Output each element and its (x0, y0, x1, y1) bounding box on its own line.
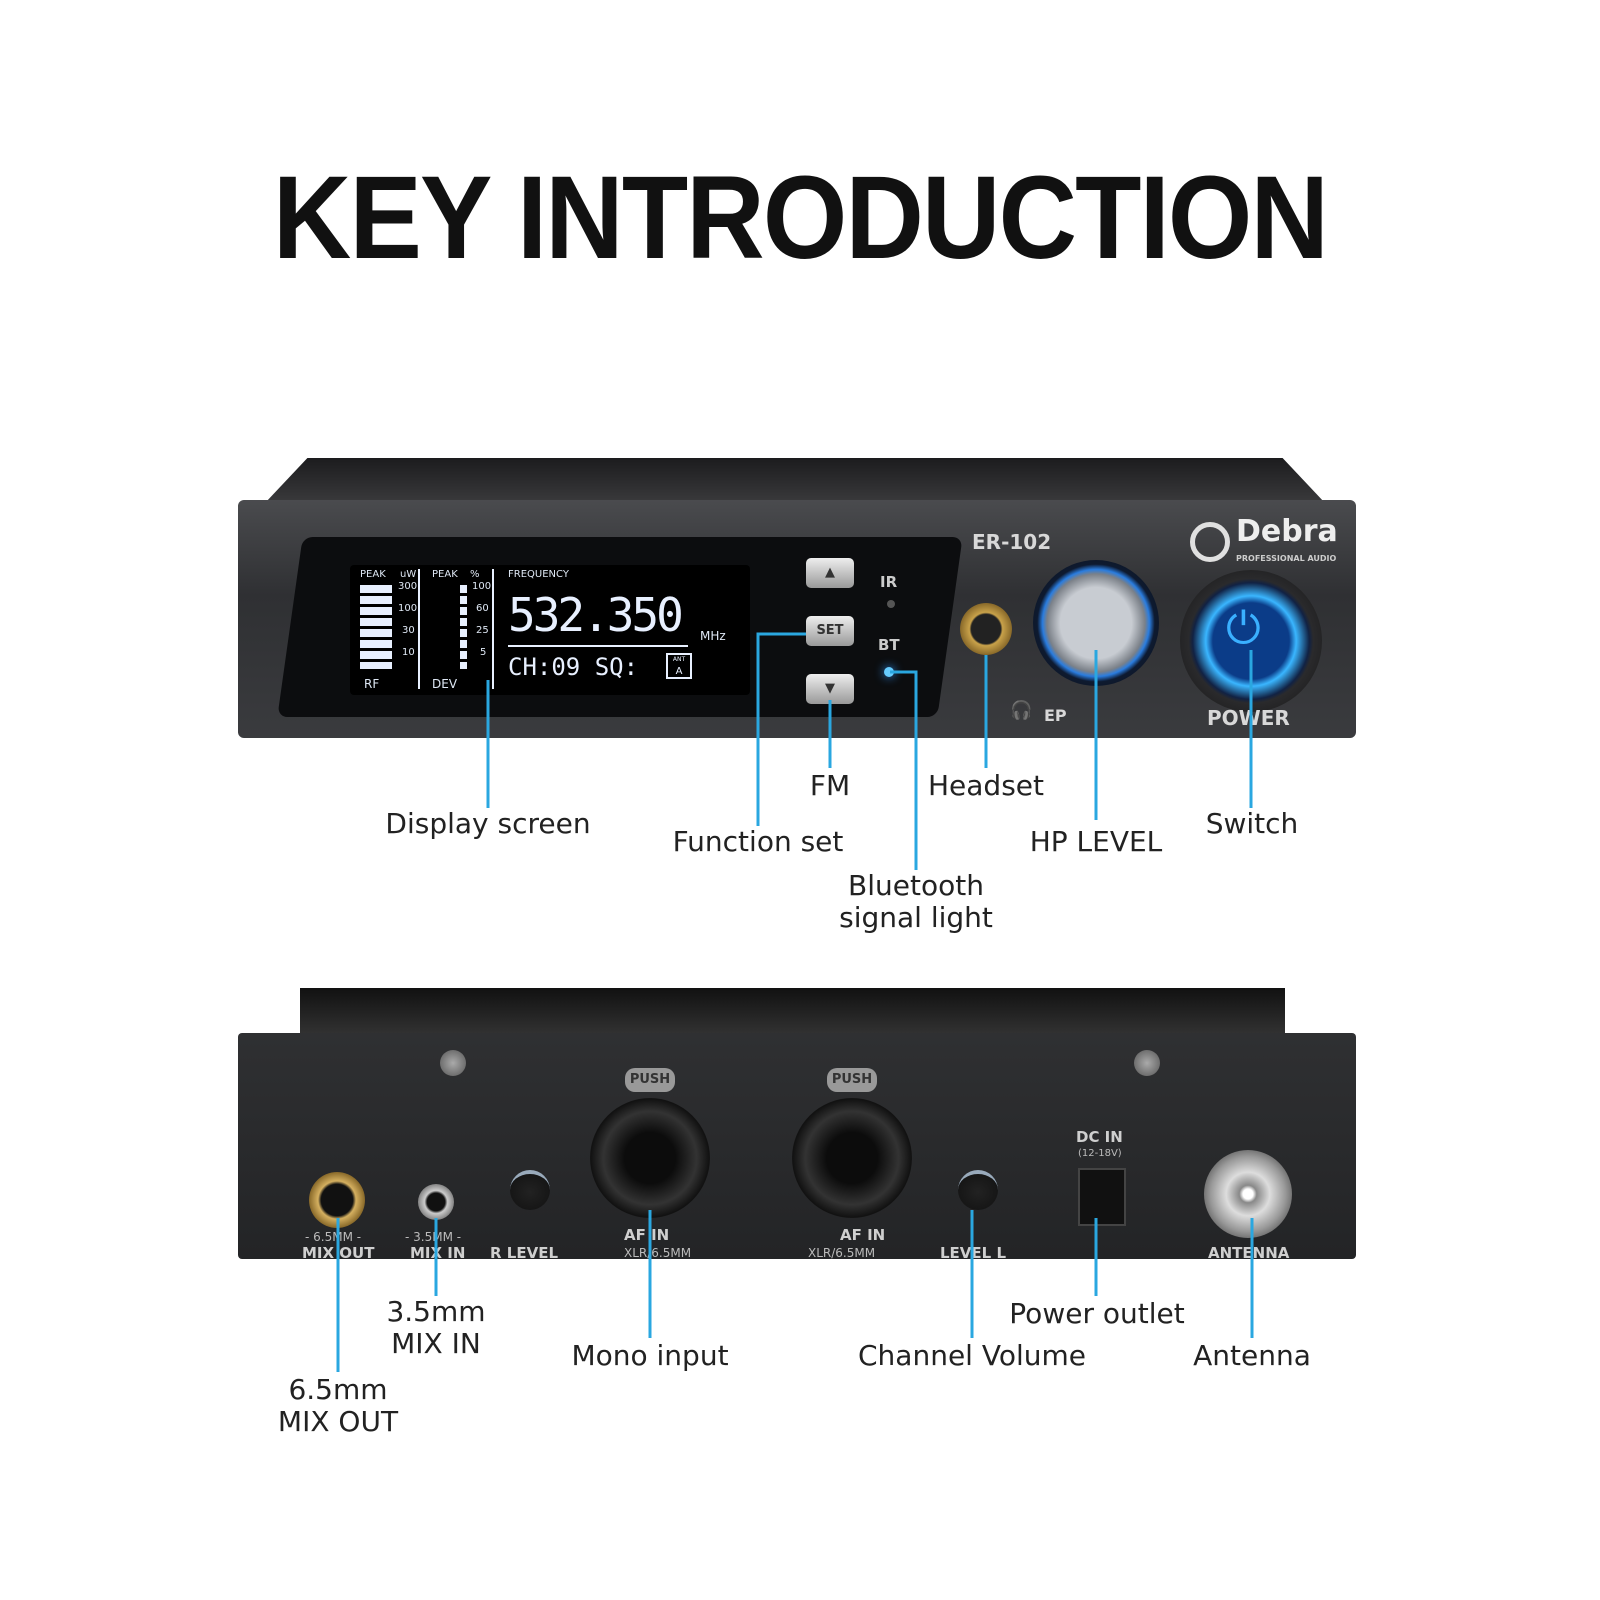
mix-in-label: MIX IN (410, 1244, 466, 1262)
rf-label: RF (364, 677, 380, 691)
l-level-knob[interactable] (958, 1170, 998, 1210)
front-chassis-top (265, 458, 1325, 503)
callout-fm: FM (809, 769, 851, 802)
dev-meter (460, 585, 467, 669)
l-push-latch[interactable]: PUSH (827, 1068, 877, 1092)
squelch-label: SQ: (594, 653, 639, 681)
rf-tick: 30 (402, 625, 415, 636)
divider (492, 569, 494, 689)
divider (418, 569, 420, 689)
set-button[interactable]: SET (806, 616, 854, 646)
brand-subtitle: PROFESSIONAL AUDIO (1236, 554, 1337, 563)
headphone-icon: 🎧 (1010, 700, 1033, 721)
screw (440, 1050, 466, 1076)
dev-peak-label: PEAK (432, 569, 458, 580)
callout-hp-level: HP LEVEL (1029, 825, 1163, 858)
mix-in-jack[interactable] (418, 1184, 454, 1220)
rf-tick: 10 (402, 647, 415, 658)
antenna-connector[interactable] (1204, 1150, 1292, 1238)
power-icon: ⏻ (1226, 603, 1261, 654)
callout-switch: Switch (1205, 807, 1299, 840)
dev-unit: % (470, 569, 480, 580)
screw (1134, 1050, 1160, 1076)
channel: CH:09 SQ: (508, 653, 638, 681)
l-xlr-label: XLR/6.5MM (808, 1246, 876, 1260)
callout-line (756, 632, 806, 826)
frequency-unit: MHz (700, 629, 726, 643)
callout-channel-volume: Channel Volume (858, 1339, 1086, 1372)
ep-label: EP (1044, 706, 1067, 725)
frequency-value: 532.350 (508, 588, 684, 642)
antenna-indicator: ANT A (666, 653, 692, 679)
underline (508, 645, 688, 647)
rf-tick: 300 (398, 581, 418, 592)
callout-line (890, 670, 918, 870)
brand-logo-icon (1190, 522, 1230, 562)
bluetooth-light (884, 667, 894, 677)
l-level-label: LEVEL L (940, 1244, 1007, 1262)
headset-jack[interactable] (960, 603, 1012, 655)
brand-name: Debra (1236, 514, 1338, 549)
dev-tick: 100 (472, 581, 492, 592)
callout-headset: Headset (927, 769, 1044, 802)
antenna-label: ANTENNA (1208, 1244, 1290, 1262)
callout-power-outlet: Power outlet (1009, 1297, 1185, 1330)
rf-meter (360, 585, 392, 669)
ant-value: A (675, 666, 683, 677)
ir-sensor (887, 600, 895, 608)
callout-mono-input: Mono input (571, 1339, 729, 1372)
dev-tick: 60 (476, 603, 489, 614)
callout-function-set: Function set (672, 825, 844, 858)
callout-display-screen: Display screen (385, 807, 591, 840)
model-label: ER-102 (972, 530, 1052, 554)
frequency-label: FREQUENCY (508, 569, 569, 580)
dc-in-label: DC IN (1076, 1128, 1123, 1146)
r-level-label: R LEVEL (490, 1244, 559, 1262)
dc-range-label: (12-18V) (1078, 1148, 1122, 1159)
dev-tick: 25 (476, 625, 489, 636)
ir-label: IR (880, 573, 898, 591)
r-xlr-label: XLR/6.5MM (624, 1246, 692, 1260)
r-level-knob[interactable] (510, 1170, 550, 1210)
down-button[interactable]: ▼ (806, 674, 854, 704)
r-af-input[interactable] (590, 1098, 710, 1218)
rf-unit: uW (400, 569, 417, 580)
bt-label: BT (878, 636, 900, 654)
dc-power-jack[interactable] (1078, 1168, 1126, 1226)
dev-tick: 5 (480, 647, 487, 658)
rear-chassis-top (300, 988, 1285, 1036)
rf-peak-label: PEAK (360, 569, 386, 580)
rf-tick: 100 (398, 603, 418, 614)
l-af-in-label: AF IN (840, 1226, 886, 1244)
mix-in-size: - 3.5MM - (405, 1230, 462, 1244)
display-screen: PEAK uW 300 100 30 10 RF PEAK % 100 60 2… (350, 565, 750, 695)
power-label: POWER (1207, 706, 1290, 730)
page-title: KEY INTRODUCTION (272, 152, 1329, 284)
channel-value: CH:09 (508, 653, 581, 681)
ant-label: ANT (672, 656, 686, 663)
up-button[interactable]: ▲ (806, 558, 854, 588)
r-af-in-label: AF IN (624, 1226, 670, 1244)
callout-antenna: Antenna (1193, 1339, 1311, 1372)
r-push-latch[interactable]: PUSH (625, 1068, 675, 1092)
mix-out-size: - 6.5MM - (305, 1230, 362, 1244)
dev-label: DEV (432, 677, 458, 691)
l-af-input[interactable] (792, 1098, 912, 1218)
